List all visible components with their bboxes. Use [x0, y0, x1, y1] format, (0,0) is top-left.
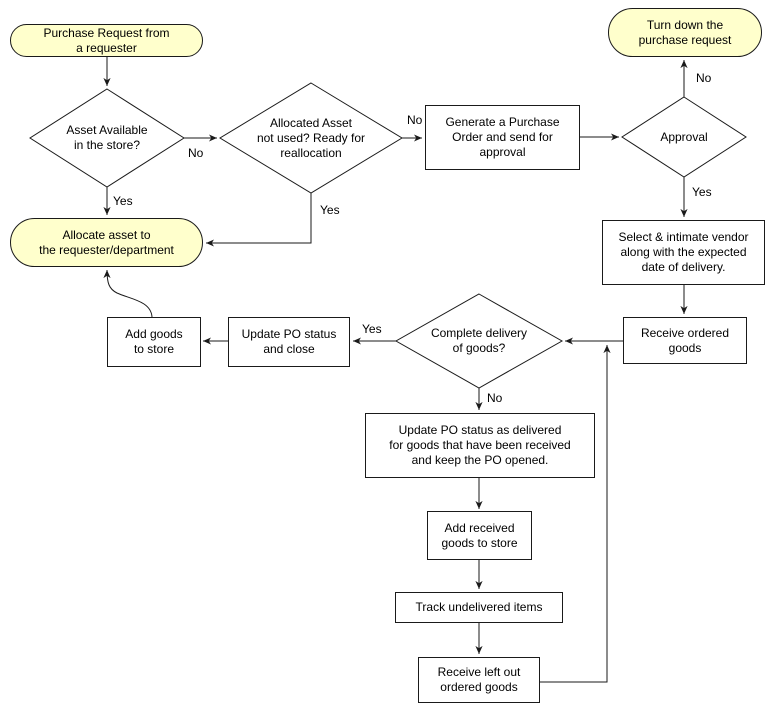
node-purchase-request: Purchase Request from a requester	[10, 24, 203, 57]
edge-label-realloc-no: No	[407, 113, 423, 127]
edge-label-delivery-yes: Yes	[362, 322, 382, 336]
node-select-vendor: Select & intimate vendor along with the …	[602, 220, 765, 285]
node-update-po-delivered-label: Update PO status as delivered for goods …	[389, 423, 571, 467]
node-select-vendor-label: Select & intimate vendor along with the …	[618, 230, 749, 274]
node-allocate-asset-label: Allocate asset to the requester/departme…	[39, 227, 174, 257]
node-update-po-close: Update PO status and close	[228, 317, 350, 367]
edge-realloc-yes-to-allocate	[206, 193, 312, 247]
node-allocate-asset: Allocate asset to the requester/departme…	[10, 218, 203, 267]
node-track-undelivered-label: Track undelivered items	[415, 600, 543, 614]
node-receive-goods-label: Receive ordered goods	[640, 325, 730, 355]
edge-label-realloc-yes: Yes	[320, 203, 340, 217]
node-update-po-delivered: Update PO status as delivered for goods …	[365, 413, 595, 478]
node-turn-down-label: Turn down the purchase request	[638, 17, 732, 47]
decision-complete-delivery-shape	[394, 293, 564, 389]
node-add-goods-store-label: Add goods to store	[125, 327, 183, 356]
node-receive-left-out: Receive left out ordered goods	[418, 657, 540, 703]
edge-receive-left-out-loop	[540, 345, 611, 683]
decision-reallocation-shape	[219, 82, 403, 194]
decision-asset-available-shape	[29, 88, 185, 188]
node-purchase-request-label: Purchase Request from a requester	[43, 25, 170, 55]
edge-label-asset-yes: Yes	[113, 194, 133, 208]
node-turn-down: Turn down the purchase request	[608, 8, 762, 57]
node-track-undelivered: Track undelivered items	[395, 592, 563, 623]
decision-approval-shape	[621, 96, 747, 178]
node-generate-po: Generate a Purchase Order and send for a…	[425, 105, 580, 170]
edge-label-asset-no: No	[188, 146, 204, 160]
node-generate-po-label: Generate a Purchase Order and send for a…	[445, 115, 560, 159]
node-add-received-goods-label: Add received goods to store	[441, 520, 518, 550]
edge-label-approval-yes: Yes	[692, 185, 712, 199]
edge-label-delivery-no: No	[487, 391, 503, 405]
node-receive-left-out-label: Receive left out ordered goods	[437, 665, 521, 694]
edge-add-goods-to-allocate-curve	[103, 269, 153, 318]
edge-label-approval-no: No	[696, 71, 712, 85]
node-add-received-goods: Add received goods to store	[427, 511, 532, 560]
node-update-po-close-label: Update PO status and close	[241, 327, 337, 356]
node-add-goods-store: Add goods to store	[107, 317, 201, 367]
node-receive-goods: Receive ordered goods	[623, 317, 747, 364]
